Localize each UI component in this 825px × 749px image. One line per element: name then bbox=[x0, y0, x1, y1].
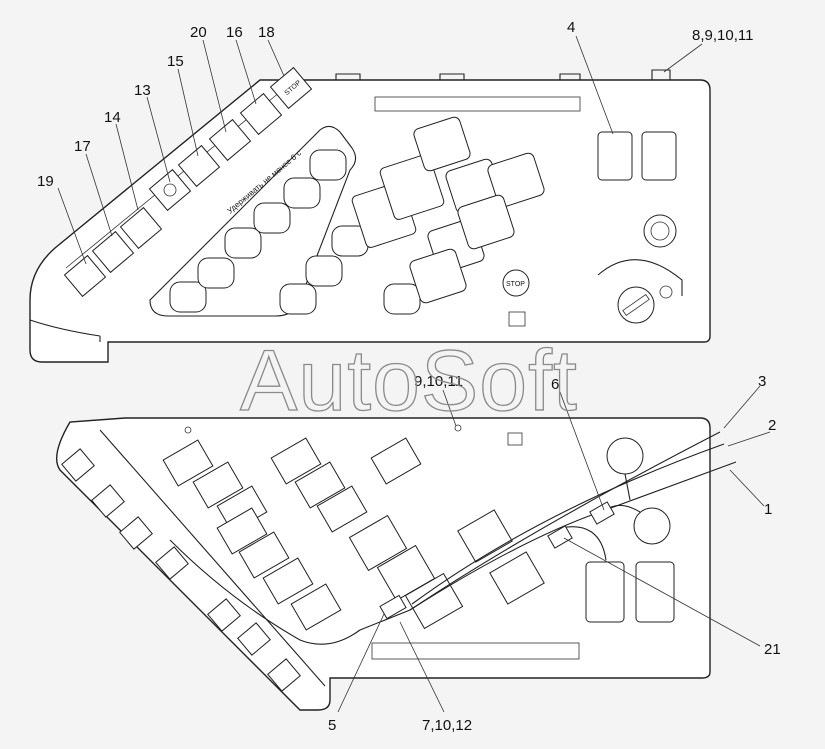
wiring-harness bbox=[169, 431, 737, 645]
callout-2: 2 bbox=[768, 417, 776, 434]
rear-panel bbox=[56, 417, 737, 711]
callout-8-9-10-11: 8,9,10,11 bbox=[692, 27, 753, 44]
callout-6: 6 bbox=[551, 376, 559, 393]
callout-14: 14 bbox=[104, 109, 121, 126]
callout-17: 17 bbox=[74, 138, 91, 155]
callout-5: 5 bbox=[328, 717, 336, 734]
watermark: AutoSoft bbox=[240, 333, 578, 429]
leader-lines bbox=[57, 35, 771, 713]
callout-1: 1 bbox=[764, 501, 772, 518]
callout-20: 20 bbox=[190, 24, 207, 41]
callout-4: 4 bbox=[567, 19, 575, 36]
callout-9-10-11: 9,10,11 bbox=[414, 373, 463, 390]
callout-13: 13 bbox=[134, 82, 151, 99]
callout-3: 3 bbox=[758, 373, 766, 390]
key-strip: STOP bbox=[63, 66, 313, 298]
stop-button-label: STOP bbox=[506, 281, 525, 288]
callout-15: 15 bbox=[167, 53, 184, 70]
relay-blocks bbox=[162, 437, 545, 631]
callout-19: 19 bbox=[37, 173, 54, 190]
callout-21: 21 bbox=[764, 641, 781, 658]
callout-18: 18 bbox=[258, 24, 275, 41]
callout-16: 16 bbox=[226, 24, 243, 41]
front-panel: STOP Удерживать не менее 6 с STOP bbox=[29, 66, 711, 363]
callout-labels: 19 17 14 13 15 20 16 18 4 8,9,10,11 9,10… bbox=[37, 19, 781, 734]
callout-7-10-12: 7,10,12 bbox=[422, 717, 472, 734]
